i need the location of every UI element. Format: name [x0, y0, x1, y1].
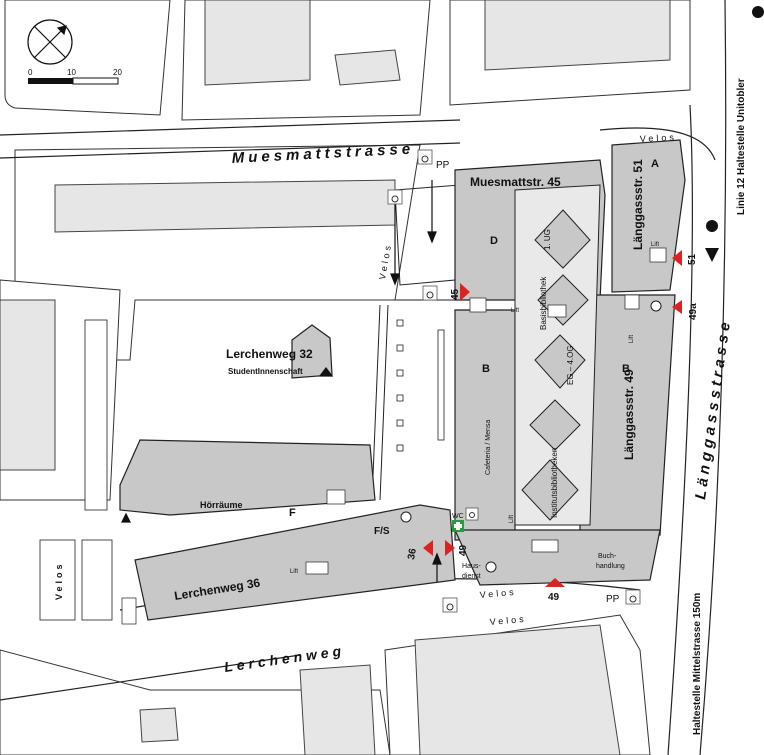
label-hausdienst-1: Haus-: [462, 563, 481, 570]
label-lift-51: Lift: [651, 242, 659, 248]
entrance-49-west-label: 49: [458, 544, 469, 556]
velos-label-parking: Velos: [54, 561, 64, 600]
wheelchair-icon-45: [422, 285, 438, 301]
scale-tick-10: 10: [67, 68, 76, 77]
building-south: [454, 529, 661, 586]
bus-stop-unitobler-icon: [752, 6, 764, 18]
label-buchhandlung-2: handlung: [596, 563, 625, 570]
label-basisbibliothek: Basisbibliothek: [539, 276, 548, 330]
north-arrow-icon: [27, 19, 73, 65]
velos-label-south1: Velos: [479, 587, 517, 600]
label-institutsbibliotheken: Institutsbibliotheken: [550, 448, 559, 518]
section-f: F: [289, 507, 296, 519]
entrance-49-east-icon: [545, 578, 565, 587]
label-lift-49: Lift: [629, 335, 635, 343]
scale-tick-20: 20: [113, 68, 122, 77]
section-b-east: B: [622, 363, 630, 375]
label-buchhandlung-1: Buch-: [598, 553, 617, 560]
phone-icons: [400, 300, 662, 573]
wheelchair-icon-south: [442, 597, 458, 613]
stairs: [121, 247, 667, 625]
entrance-49a-icon: [672, 300, 682, 314]
building-horraume: [119, 439, 376, 516]
label-muesmattstr-45: Muesmattstr. 45: [470, 175, 561, 189]
wheelchair-icon-wc: [465, 507, 479, 521]
label-cafeteria-mensa: Cafeteria / Mensa: [485, 420, 492, 475]
label-studentinnenschaft: StudentInnenschaft: [228, 367, 303, 376]
section-b-west: B: [482, 363, 490, 375]
bike-racks: [396, 319, 445, 452]
bus-stop-icons: [705, 6, 764, 262]
wheelchair-icon-pp-north: [417, 149, 433, 165]
section-a: A: [651, 158, 659, 170]
velos-label-top: Velos: [640, 132, 678, 144]
scale-bar: 0 10 20: [28, 68, 122, 85]
label-langgassstr-49: Länggassstr. 49: [622, 369, 636, 460]
transit-linie-12: Linie 12 Haltestelle Unitobler: [736, 78, 747, 215]
wheelchair-icon-pp-south: [625, 589, 641, 605]
label-hausdienst-2: dienst: [462, 573, 481, 580]
entrance-49-west-icon: [445, 540, 455, 556]
first-aid-icon: [452, 520, 464, 532]
parking-label-south: PP: [606, 594, 620, 605]
label-ug: 1. UG: [543, 229, 552, 250]
entrance-markers: [423, 250, 682, 587]
label-lift-45: Lift: [511, 308, 519, 314]
bus-stop-mittelstrasse-icon: [706, 220, 718, 232]
entrance-51-label: 51: [687, 253, 698, 265]
label-langgassstr-51: Länggassstr. 51: [631, 159, 645, 250]
phone-icon-36: [400, 511, 412, 523]
entrance-36-label: 36: [406, 547, 419, 560]
wheelchair-icon-west: [387, 189, 403, 205]
entrance-45-icon: [460, 283, 470, 301]
phone-icon-hausdienst: [485, 561, 497, 573]
label-eg-4og: EG – 4.OG: [566, 345, 575, 385]
parking-spaces: [39, 319, 113, 621]
entrance-36-icon: [423, 540, 433, 556]
entrance-49-south-label: 49: [548, 592, 560, 603]
transit-mittelstrasse: Haltestelle Mittelstrasse 150m: [692, 593, 703, 735]
entrance-49a-label: 49a: [688, 303, 699, 320]
scale-tick-0: 0: [28, 68, 33, 77]
building-a: [611, 139, 686, 293]
label-lerchenweg-32: Lerchenweg 32: [226, 347, 313, 361]
entrance-45-label: 45: [450, 288, 461, 300]
wheelchair-icons: [387, 149, 641, 613]
building-lerchenweg32: [291, 324, 333, 379]
velos-label-south2: Velos: [489, 614, 527, 627]
neighbour-buildings: [0, 0, 671, 755]
section-d: D: [490, 235, 498, 247]
label-wc: WC: [452, 513, 464, 520]
building-lerchenweg36: [134, 504, 456, 621]
library-diamonds: [521, 209, 591, 521]
street-langgassstrasse: Länggassstrasse: [692, 317, 734, 500]
direction-arrows: [121, 180, 442, 582]
parking-label-north: PP: [436, 160, 450, 171]
entrance-51-icon: [672, 250, 682, 266]
label-lift-36: Lift: [290, 569, 298, 575]
phone-icon-49a: [650, 300, 662, 312]
label-horraume: Hörräume: [200, 500, 243, 510]
wheelchair-glyphs: [391, 155, 637, 611]
label-lift-cafeteria: Lift: [509, 515, 515, 523]
section-fs: F/S: [374, 526, 390, 537]
